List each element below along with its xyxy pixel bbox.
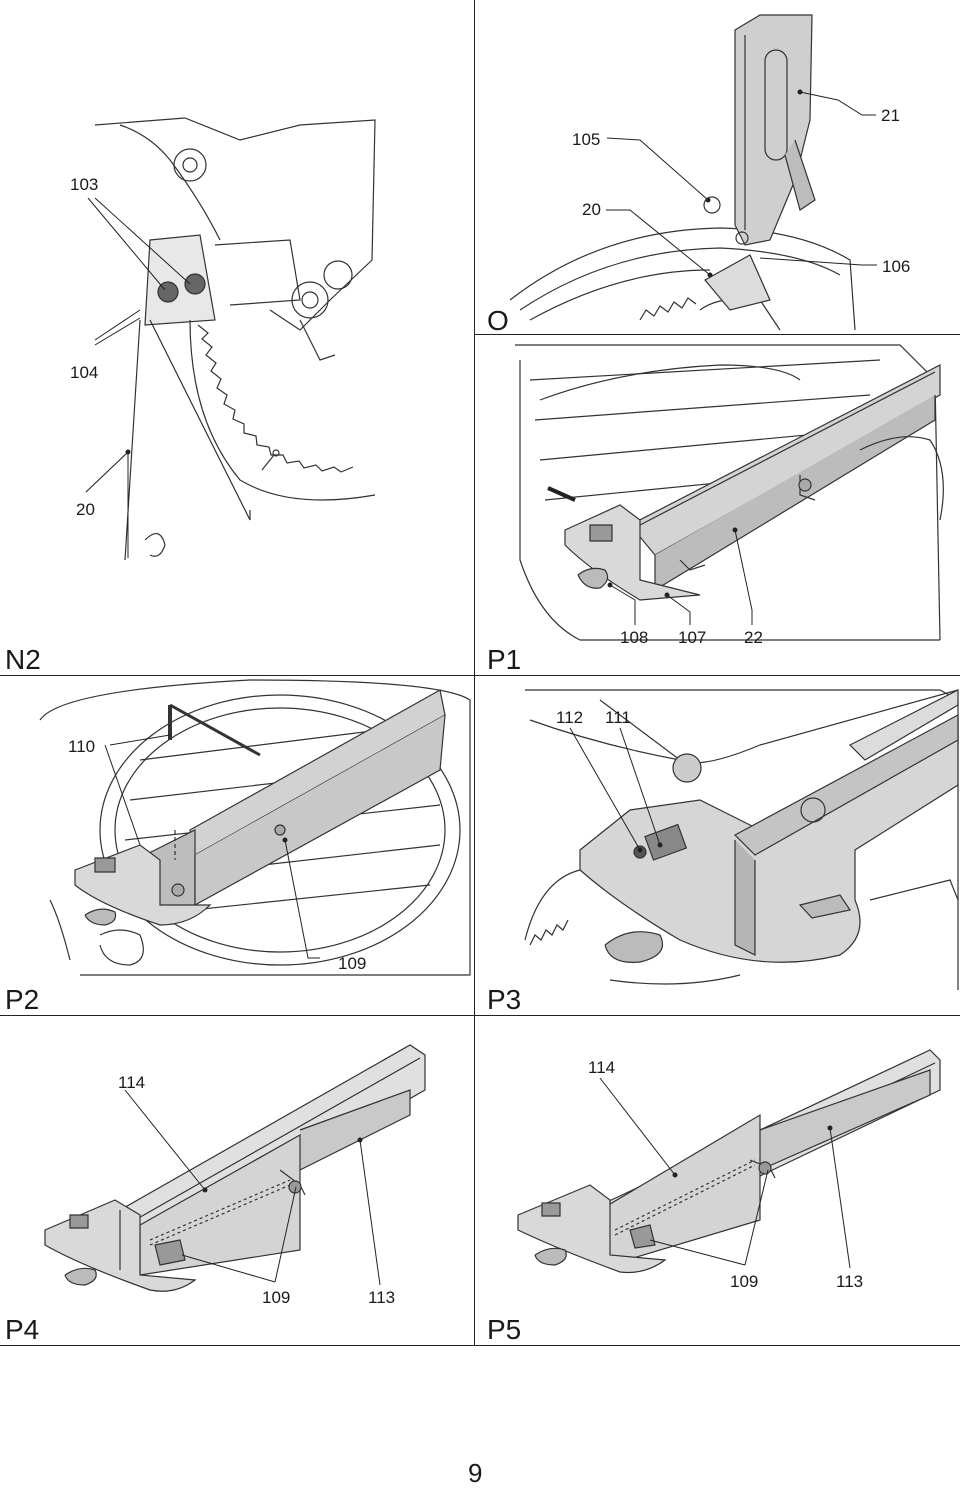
callout-o-20: 20 bbox=[582, 200, 601, 219]
callout-p4-114: 114 bbox=[118, 1073, 146, 1092]
panel-divider-row2 bbox=[0, 1015, 960, 1016]
callout-p5-109: 109 bbox=[730, 1272, 759, 1291]
figure-label-p2: P2 bbox=[5, 984, 40, 1015]
callout-o-21: 21 bbox=[881, 106, 900, 125]
callout-p3-111: 111 bbox=[605, 708, 631, 727]
callout-p3-112: 112 bbox=[556, 708, 584, 727]
panel-divider-row1 bbox=[0, 675, 960, 676]
illustration-o bbox=[510, 15, 855, 330]
callout-p5-114: 114 bbox=[588, 1058, 616, 1077]
callout-o-106: 106 bbox=[882, 257, 911, 276]
illustration-p3 bbox=[525, 690, 958, 990]
callout-p2-109: 109 bbox=[338, 954, 367, 973]
illustration-p1 bbox=[515, 345, 943, 640]
figure-label-o: O bbox=[487, 305, 509, 336]
figure-label-p5: P5 bbox=[487, 1314, 522, 1345]
callout-p1-22: 22 bbox=[744, 628, 763, 647]
figure-label-p4: P4 bbox=[5, 1314, 40, 1345]
panel-divider-vertical bbox=[474, 0, 475, 1345]
illustration-p5 bbox=[518, 1050, 940, 1273]
callout-p4-113: 113 bbox=[368, 1288, 396, 1307]
callout-o-105: 105 bbox=[572, 130, 601, 149]
figure-label-n2: N2 bbox=[5, 644, 41, 675]
callout-p4-109: 109 bbox=[262, 1288, 291, 1307]
panel-divider-o bbox=[474, 334, 960, 335]
figure-label-p3: P3 bbox=[487, 984, 522, 1015]
callout-n2-20: 20 bbox=[76, 500, 95, 519]
panel-divider-row3 bbox=[0, 1345, 960, 1346]
callout-p5-113: 113 bbox=[836, 1272, 864, 1291]
figure-label-p1: P1 bbox=[487, 644, 522, 675]
callout-p1-107: 107 bbox=[678, 628, 707, 647]
illustration-n2 bbox=[95, 118, 375, 560]
illustration-p2 bbox=[40, 680, 470, 975]
callout-p1-108: 108 bbox=[620, 628, 649, 647]
illustration-p4 bbox=[45, 1045, 425, 1291]
leader-lines bbox=[86, 90, 877, 1285]
page-number: 9 bbox=[468, 1458, 483, 1488]
callout-p2-110: 110 bbox=[68, 737, 96, 756]
callout-n2-103: 103 bbox=[70, 175, 99, 194]
callout-n2-104: 104 bbox=[70, 363, 99, 382]
